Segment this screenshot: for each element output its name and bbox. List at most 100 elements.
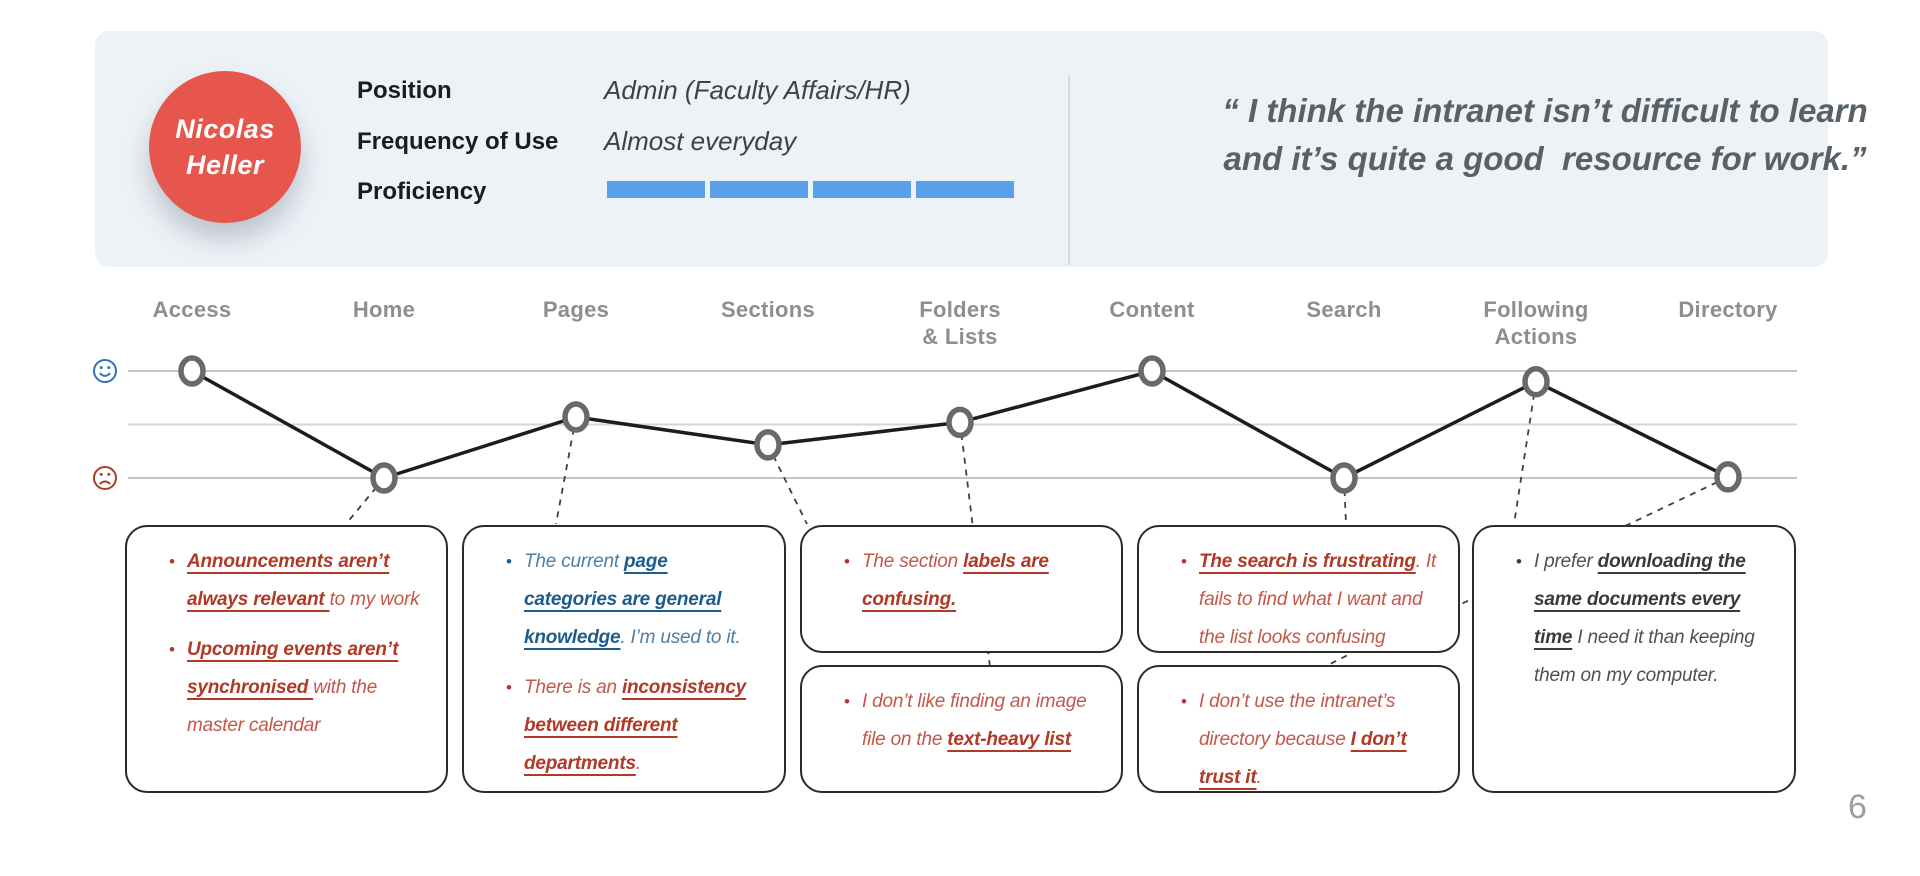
emphasized-text: trust it [1199,767,1257,788]
emphasized-text: I don’t [1350,729,1407,750]
journey-node [754,429,782,461]
proficiency-segment [607,181,705,198]
note-line: confusing. [862,581,1049,619]
bullet-icon: • [844,552,850,571]
emphasized-text: labels are [963,551,1049,572]
stage-label-sections: Sections [720,297,816,322]
bullet-icon: • [1181,692,1187,711]
note-line: between different [524,707,746,745]
persona-last-name: Heller [185,150,265,180]
note-line: I prefer downloading the [1534,543,1755,581]
frequency-value: Almost everyday [604,126,797,156]
bullet-icon: • [1516,552,1522,571]
note-connector [345,477,385,525]
emphasized-text: inconsistency [621,677,747,698]
plain-text: I need it than keeping [1572,627,1755,648]
emphasized-text: text-heavy list [947,729,1072,750]
note-text: The search is frustrating. It fails to fi… [1199,543,1436,651]
position-value: Admin (Faculty Affairs/HR) [604,75,911,105]
sad-face-icon [93,466,117,490]
note-box: • The section labels are confusing. [800,525,1123,653]
note-line: them on my computer. [1534,657,1755,695]
stage-label-content: Content [1109,297,1195,322]
note-line: Upcoming events aren’t [187,631,399,669]
plain-text: the list looks confusing [1199,627,1386,648]
header-divider [1068,75,1070,265]
note-line: I don’t like finding an image [862,683,1087,721]
persona-quote: “ I think the intranet isn’t difficult t… [1185,87,1905,183]
plain-text: I don’t like finding an image [862,691,1087,712]
note-text: The section labels are confusing. [862,543,1049,619]
quote-line-2: and it’s quite a good resource for work.… [1223,140,1867,177]
journey-node [370,462,398,494]
emphasized-text: synchronised [187,677,314,698]
note-line: trust it. [1199,759,1407,791]
journey-node [562,401,590,433]
note-connector [1513,381,1537,525]
note-line: The search is frustrating. It [1199,543,1436,581]
journey-node [1330,462,1358,494]
note-text: I don’t use the intranet’s directory beca… [1199,683,1407,791]
emphasized-text: confusing. [862,589,957,610]
bullet-icon: • [506,552,512,571]
emphasized-text: between different [524,715,678,736]
plain-text: . [635,753,641,774]
plain-text: The section [862,551,964,572]
bullet-icon: • [1181,552,1187,571]
note-line: synchronised with the [187,669,398,707]
note-line: time I need it than keeping [1534,619,1755,657]
plain-text: file on the [862,729,948,750]
proficiency-label: Proficiency [357,178,487,205]
note-line: Announcements aren’t [187,543,419,581]
plain-text: . It [1415,551,1437,572]
emphasized-text: downloading the [1597,551,1746,572]
avatar: Nicolas Heller [149,71,301,223]
plain-text: fails to find what I want and [1199,589,1423,610]
stage-label-directory: Directory [1678,297,1778,322]
plain-text: with the [313,677,378,698]
plain-text: I prefer [1534,551,1598,572]
happy-face-icon [93,359,117,383]
journey-node [1138,355,1166,387]
bullet-icon: • [506,678,512,697]
note-text: Upcoming events aren’t synchronised with … [187,631,399,745]
stage-label-home: Home [352,297,416,322]
note-line: departments. [524,745,746,783]
journey-nodes [178,355,1742,494]
quote-line-1: “ I think the intranet isn’t difficult t… [1222,92,1868,129]
stage-label-pages: Pages [542,297,610,322]
page-number: 6 [1848,788,1867,826]
stage-label-access: Access [152,297,232,322]
note-line: The section labels are [862,543,1049,581]
plain-text: directory because [1199,729,1351,750]
stage-label-folders-lists: Folders & Lists [919,297,1001,349]
proficiency-segment [813,181,911,198]
plain-text: them on my computer. [1534,665,1719,686]
note-item: • The section labels are confusing. [832,543,1113,619]
plain-text: The current [524,551,625,572]
emphasized-text: Upcoming events aren’t [187,639,399,660]
note-text: I don’t like finding an image file on the… [862,683,1087,759]
plain-text: to my work [329,589,420,610]
note-line: master calendar [187,707,398,745]
stage-label-following-actions: Following Actions [1483,297,1589,349]
note-line: same documents every [1534,581,1755,619]
journey-node [178,355,206,387]
note-line: I don’t use the intranet’s [1199,683,1407,721]
proficiency-segment [916,181,1014,198]
emphasized-text: departments [524,753,636,774]
note-line: fails to find what I want and [1199,581,1436,619]
stage-label-search: Search [1306,297,1382,322]
note-line: always relevant to my work [187,581,420,619]
